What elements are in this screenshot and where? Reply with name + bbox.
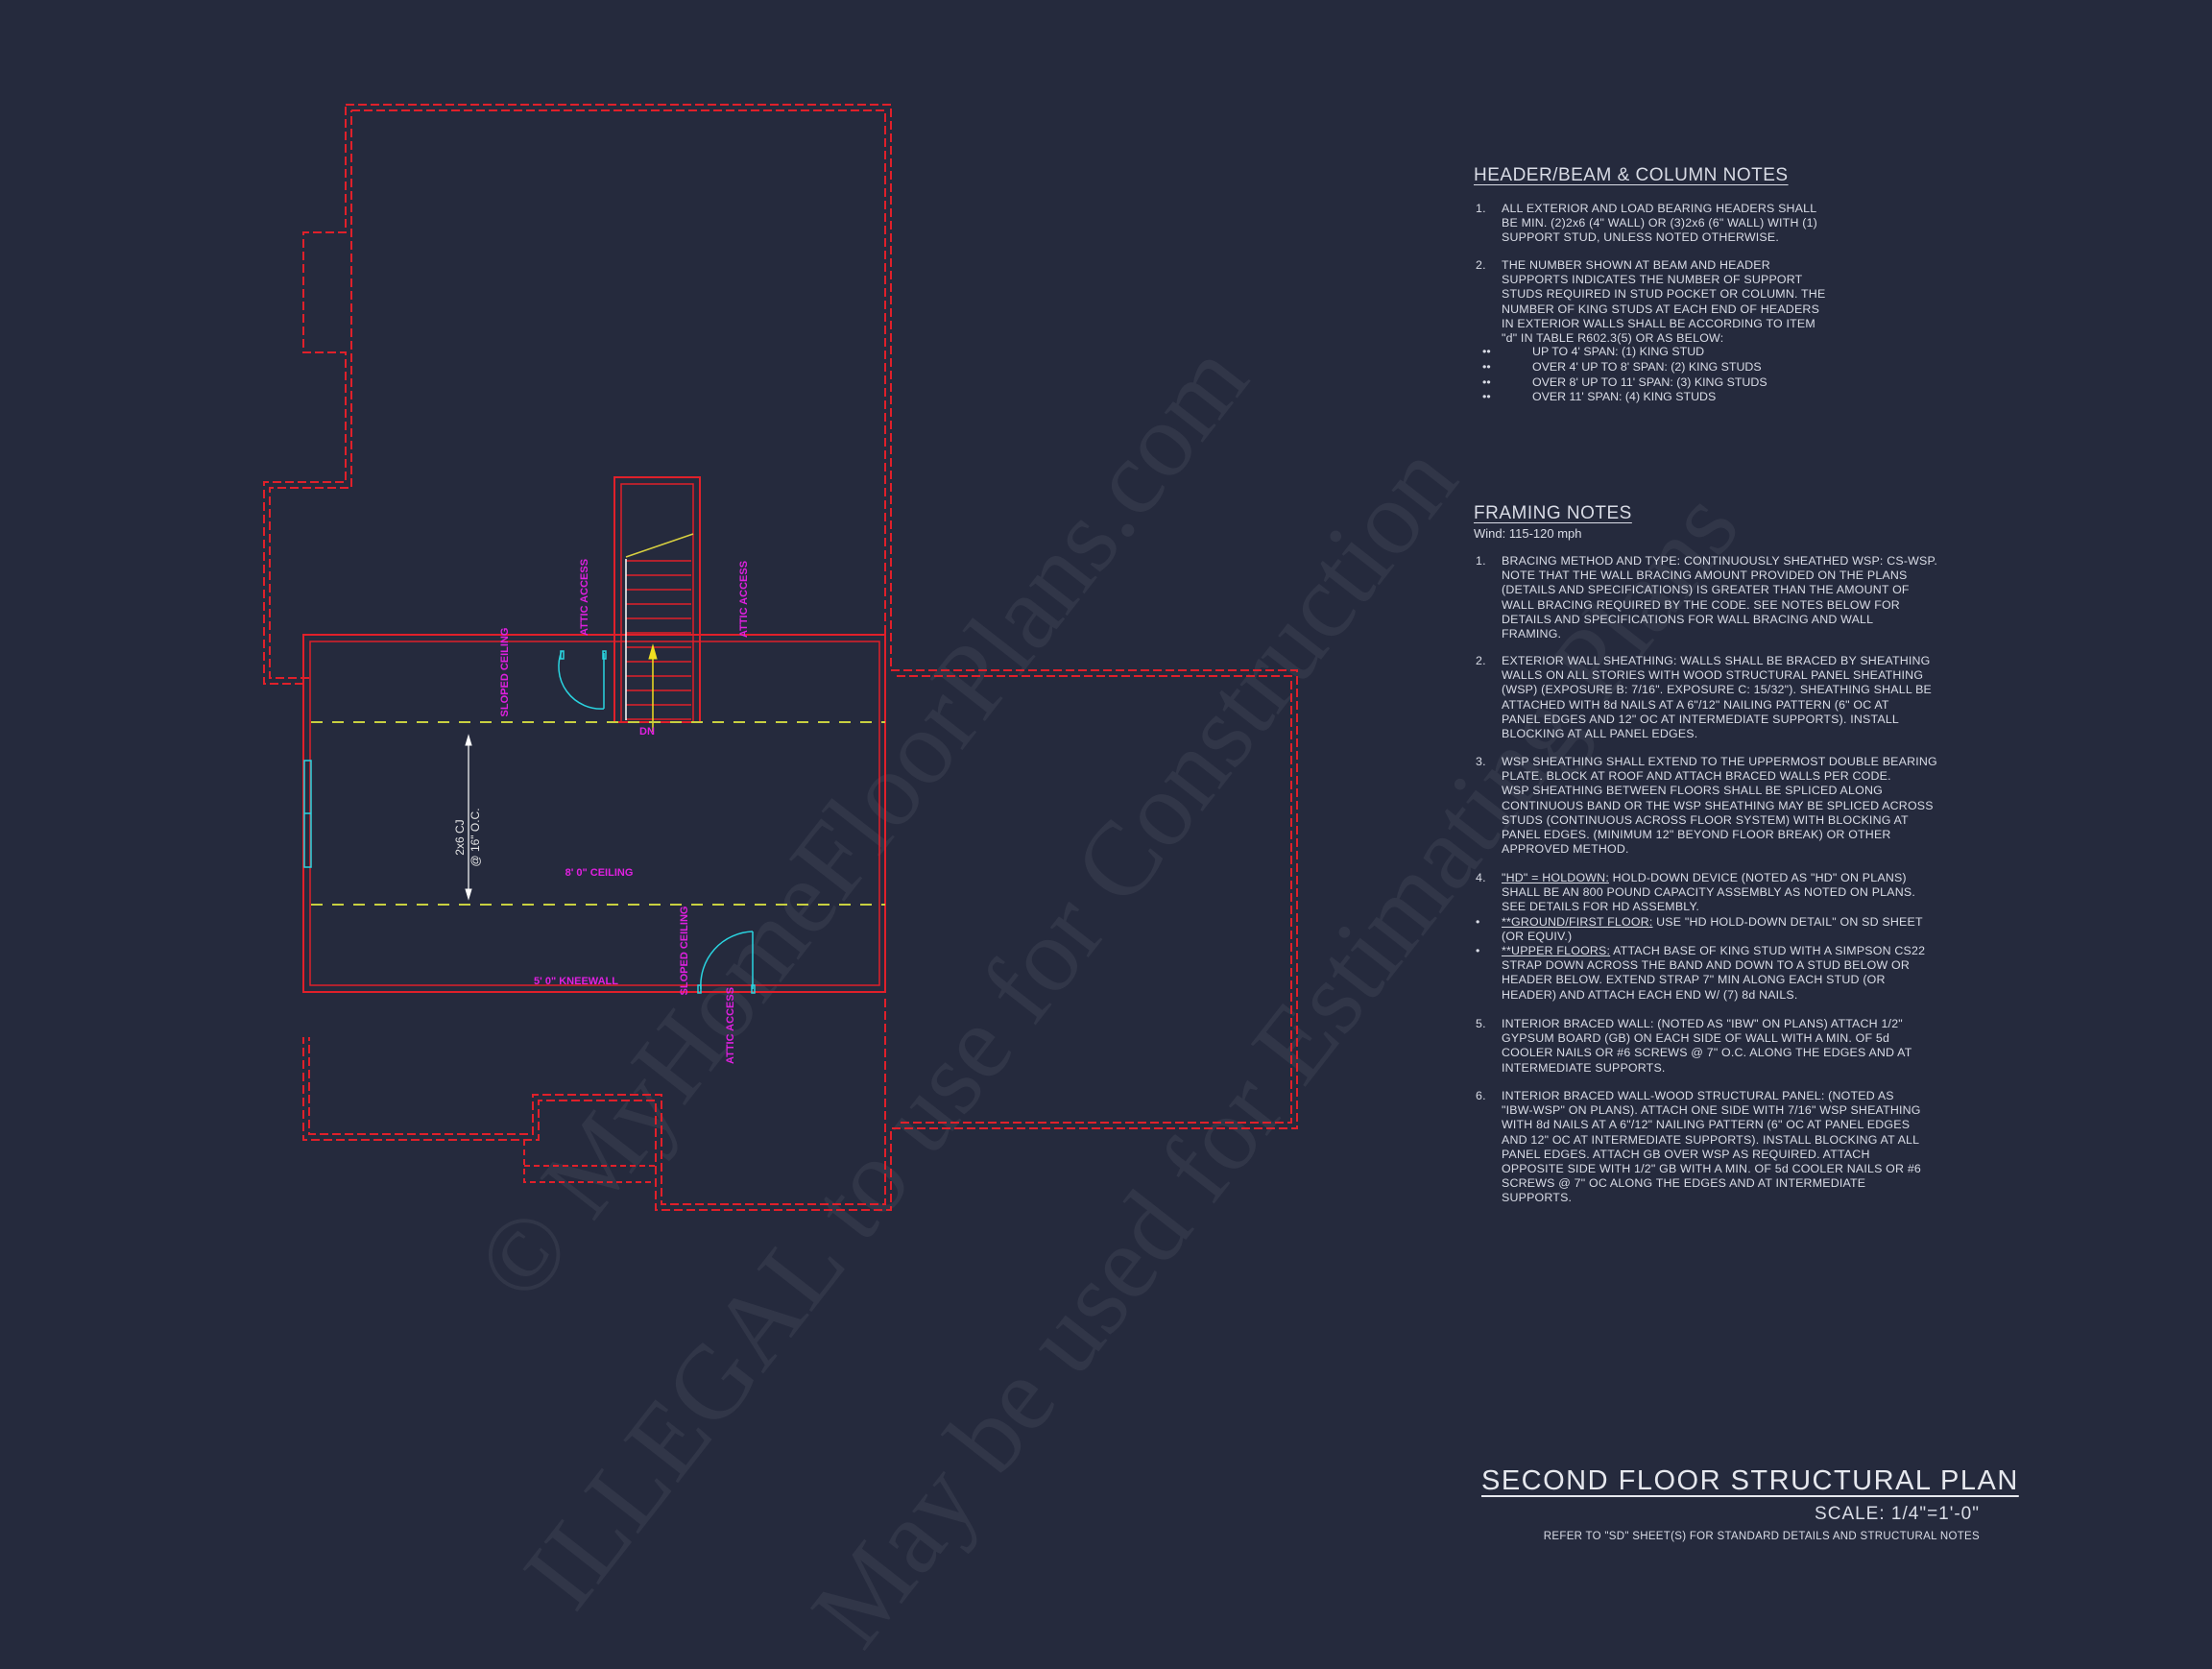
note-body: HOLD-DOWN DEVICE (NOTED AS "HD" ON PLANS… bbox=[1502, 871, 1915, 914]
stair-direction-arrow bbox=[648, 643, 658, 732]
note-lead: **UPPER FLOORS: bbox=[1502, 944, 1611, 957]
joist-span-arrow bbox=[465, 734, 472, 901]
header-note-1: 1. ALL EXTERIOR AND LOAD BEARING HEADERS… bbox=[1476, 202, 1817, 246]
attic-access-label: ATTIC ACCESS bbox=[738, 561, 750, 638]
framing-note-ground-floor: • **GROUND/FIRST FLOOR: USE "HD HOLD-DOW… bbox=[1476, 915, 1923, 944]
stair-wall-inner bbox=[620, 483, 694, 723]
list-item: ••OVER 4' UP TO 8' SPAN: (2) KING STUDS bbox=[1482, 359, 1762, 374]
refer-note: REFER TO "SD" SHEET(S) FOR STANDARD DETA… bbox=[1543, 1531, 1980, 1542]
exterior-wall-inner bbox=[269, 109, 1292, 1205]
framing-note-6: 6. INTERIOR BRACED WALL-WOOD STRUCTURAL … bbox=[1476, 1089, 1921, 1206]
note-body: ATTACH BASE OF KING STUD WITH A SIMPSON … bbox=[1502, 944, 1926, 1002]
note-number: 5. bbox=[1476, 1017, 1486, 1030]
note-number: 2. bbox=[1476, 654, 1486, 667]
sloped-ceiling-label: SLOPED CEILING bbox=[679, 907, 690, 996]
note-number: 4. bbox=[1476, 871, 1486, 884]
joist-size-label: 2x6 CJ bbox=[453, 819, 467, 855]
joist-spacing-label: @ 16" O.C. bbox=[469, 808, 482, 866]
note-number: 1. bbox=[1476, 202, 1486, 215]
note-body: USE "HD HOLD-DOWN DETAIL" ON SD SHEET (O… bbox=[1502, 915, 1923, 944]
stair-wall-outer bbox=[613, 476, 701, 723]
window bbox=[303, 760, 312, 868]
note-text: THE NUMBER SHOWN AT BEAM AND HEADER SUPP… bbox=[1502, 258, 1826, 346]
note-text: INTERIOR BRACED WALL: (NOTED AS "IBW" ON… bbox=[1502, 1017, 1912, 1075]
porch-outline bbox=[523, 1140, 656, 1183]
framing-note-5: 5. INTERIOR BRACED WALL: (NOTED AS "IBW"… bbox=[1476, 1017, 1911, 1076]
king-stud-list: ••UP TO 4' SPAN: (1) KING STUD ••OVER 4'… bbox=[1482, 345, 1767, 405]
drawing-scale: SCALE: 1/4"=1'-0" bbox=[1815, 1504, 1980, 1524]
framing-note-2: 2. EXTERIOR WALL SHEATHING: WALLS SHALL … bbox=[1476, 654, 1932, 741]
note-text: EXTERIOR WALL SHEATHING: WALLS SHALL BE … bbox=[1502, 654, 1933, 741]
attic-door-top bbox=[558, 650, 607, 710]
header-note-2: 2. THE NUMBER SHOWN AT BEAM AND HEADER S… bbox=[1476, 258, 1825, 346]
kneewall-label: 5' 0" KNEEWALL bbox=[534, 976, 618, 987]
stair-dn-label: DN bbox=[639, 726, 655, 738]
list-item: ••OVER 11' SPAN: (4) KING STUDS bbox=[1482, 390, 1717, 404]
note-text: WSP SHEATHING SHALL EXTEND TO THE UPPERM… bbox=[1502, 755, 1937, 857]
note-text: **UPPER FLOORS: ATTACH BASE OF KING STUD… bbox=[1502, 944, 1925, 1003]
note-text: "HD" = HOLDOWN: HOLD-DOWN DEVICE (NOTED … bbox=[1502, 871, 1915, 915]
list-item: ••UP TO 4' SPAN: (1) KING STUD bbox=[1482, 345, 1705, 358]
note-text: BRACING METHOD AND TYPE: CONTINUOUSLY SH… bbox=[1502, 554, 1938, 641]
attic-access-label: ATTIC ACCESS bbox=[725, 987, 736, 1064]
header-notes-title: HEADER/BEAM & COLUMN NOTES bbox=[1474, 165, 1789, 185]
bullet: • bbox=[1476, 944, 1480, 957]
framing-note-3: 3. WSP SHEATHING SHALL EXTEND TO THE UPP… bbox=[1476, 755, 1937, 857]
note-text: ALL EXTERIOR AND LOAD BEARING HEADERS SH… bbox=[1502, 202, 1817, 245]
attic-access-label: ATTIC ACCESS bbox=[579, 559, 590, 636]
sloped-ceiling-label: SLOPED CEILING bbox=[499, 628, 511, 717]
framing-note-upper-floors: • **UPPER FLOORS: ATTACH BASE OF KING ST… bbox=[1476, 944, 1925, 1003]
framing-note-4: 4. "HD" = HOLDOWN: HOLD-DOWN DEVICE (NOT… bbox=[1476, 871, 1915, 915]
note-lead: "HD" = HOLDOWN: bbox=[1502, 871, 1609, 884]
exterior-wall-outline bbox=[263, 104, 1298, 1211]
wind-speed: Wind: 115-120 mph bbox=[1474, 526, 1582, 541]
attic-door-bottom bbox=[697, 931, 756, 994]
note-number: 2. bbox=[1476, 258, 1486, 272]
framing-note-1: 1. BRACING METHOD AND TYPE: CONTINUOUSLY… bbox=[1476, 554, 1937, 641]
bullet: • bbox=[1476, 915, 1480, 929]
framing-notes-title: FRAMING NOTES bbox=[1474, 503, 1632, 523]
ceiling-height-label: 8' 0" CEILING bbox=[565, 867, 634, 879]
list-item: ••OVER 8' UP TO 11' SPAN: (3) KING STUDS bbox=[1482, 375, 1767, 389]
note-text: INTERIOR BRACED WALL-WOOD STRUCTURAL PAN… bbox=[1502, 1089, 1921, 1205]
stair-break-line bbox=[625, 533, 694, 558]
drawing-title: SECOND FLOOR STRUCTURAL PLAN bbox=[1481, 1465, 2019, 1496]
stair-treads bbox=[626, 560, 691, 720]
note-text: **GROUND/FIRST FLOOR: USE "HD HOLD-DOWN … bbox=[1502, 915, 1923, 944]
note-number: 3. bbox=[1476, 755, 1486, 768]
attic-room-wall-inner bbox=[309, 641, 880, 986]
note-lead: **GROUND/FIRST FLOOR: bbox=[1502, 915, 1653, 929]
note-number: 6. bbox=[1476, 1089, 1486, 1102]
attic-room-wall-outer bbox=[302, 634, 886, 993]
note-number: 1. bbox=[1476, 554, 1486, 568]
